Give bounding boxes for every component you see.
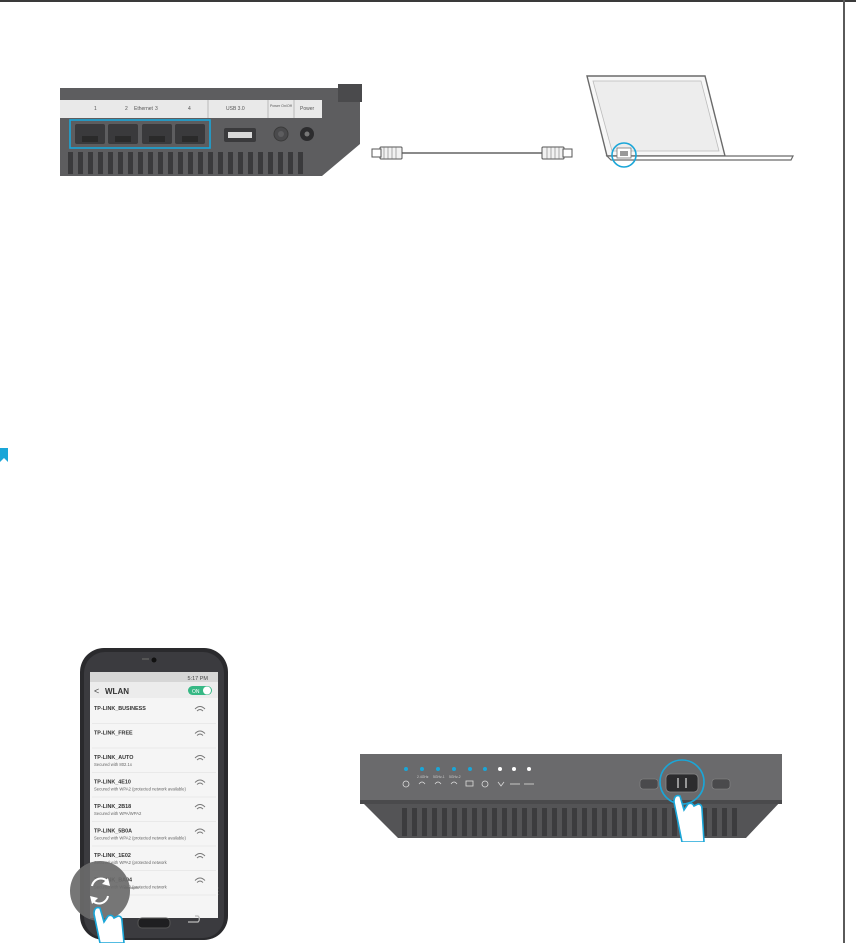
wifi-signal-icon [194,877,206,883]
right-margin-rule [843,0,845,943]
network-security-detail: Secured with WPA2 (protected network ava… [94,836,186,841]
wifi-signal-icon [194,706,206,712]
network-name[interactable]: TP-LINK_2B18 [94,804,131,810]
ethernet-cable-illustration [371,146,573,160]
wifi-signal-icon [194,828,206,834]
usb-label: USB 3.0 [226,106,245,112]
router-front-illustration: 2.4GHz 5GHz-1 5GHz-2 [360,754,782,842]
network-security-detail: Secured with 802.1x [94,762,133,767]
wifi-signal-icon [194,804,206,810]
network-name[interactable]: TP-LINK_1E02 [94,853,131,859]
network-name[interactable]: TP-LINK_5B0A [94,829,132,835]
wlan-title: WLAN [105,687,129,696]
router-back-panel-illustration: 1 2 Ethernet 3 4 USB 3.0 Power On/Off Po… [60,84,362,176]
wps-button [665,773,699,793]
power-onoff-label: Power On/Off [270,104,292,108]
led-label-5ghz-1: 5GHz-1 [433,775,445,779]
network-name[interactable]: TP-LINK_FREE [94,731,133,737]
refresh-icon [102,878,110,886]
ethernet-led-icon [465,780,474,787]
ethernet-label: Ethernet [134,106,154,112]
back-chevron-icon: < [94,686,99,696]
network-name[interactable]: TP-LINK_BUSINESS [94,706,146,712]
svg-text:⋮: ⋮ [214,886,223,896]
wifi-signal-icon [194,853,206,859]
status-bar-time: 5:17 PM [188,676,209,682]
network-name[interactable]: TP-LINK_AUTO [94,755,133,761]
laptop-illustration [586,75,794,168]
wifi-signal-icon [194,730,206,736]
smartphone-illustration: 5:17 PM < WLAN ON TP-LINK_BUSINESS TP-LIN… [70,648,228,943]
port-number-4: 4 [188,106,191,112]
internet-led-icon [481,780,489,788]
bookmark-icon [0,448,8,462]
wifi-button [639,778,659,790]
wifi-signal-icon [194,755,206,761]
wlan-toggle-label: ON [192,689,200,695]
refresh-overlay [70,861,130,921]
port-number-1: 1 [94,106,97,112]
led-label-5ghz-2: 5GHz-2 [449,775,461,779]
network-name[interactable]: TP-LINK_4E10 [94,780,131,786]
network-security-detail: Secured with WPA2 (protected network ava… [94,787,186,792]
top-rule [0,0,856,2]
finger-press-icon [673,794,705,842]
led-label-24ghz: 2.4GHz [417,775,429,779]
port-number-3: 3 [155,106,158,112]
power-label: Power [300,106,315,112]
wifi-signal-icon [194,779,206,785]
network-security-detail: Secured with WPA/WPA2 [94,811,142,816]
port-number-2: 2 [125,106,128,112]
power-led-icon [402,780,410,788]
network-security-detail: Secured with WPA2 (protected network [94,860,168,865]
finger-tap-icon [93,906,125,943]
wifi-24-led-icon [418,781,426,785]
network-security-detail: Secured with WPA2 (protected network [94,885,168,890]
led-button [711,778,731,790]
